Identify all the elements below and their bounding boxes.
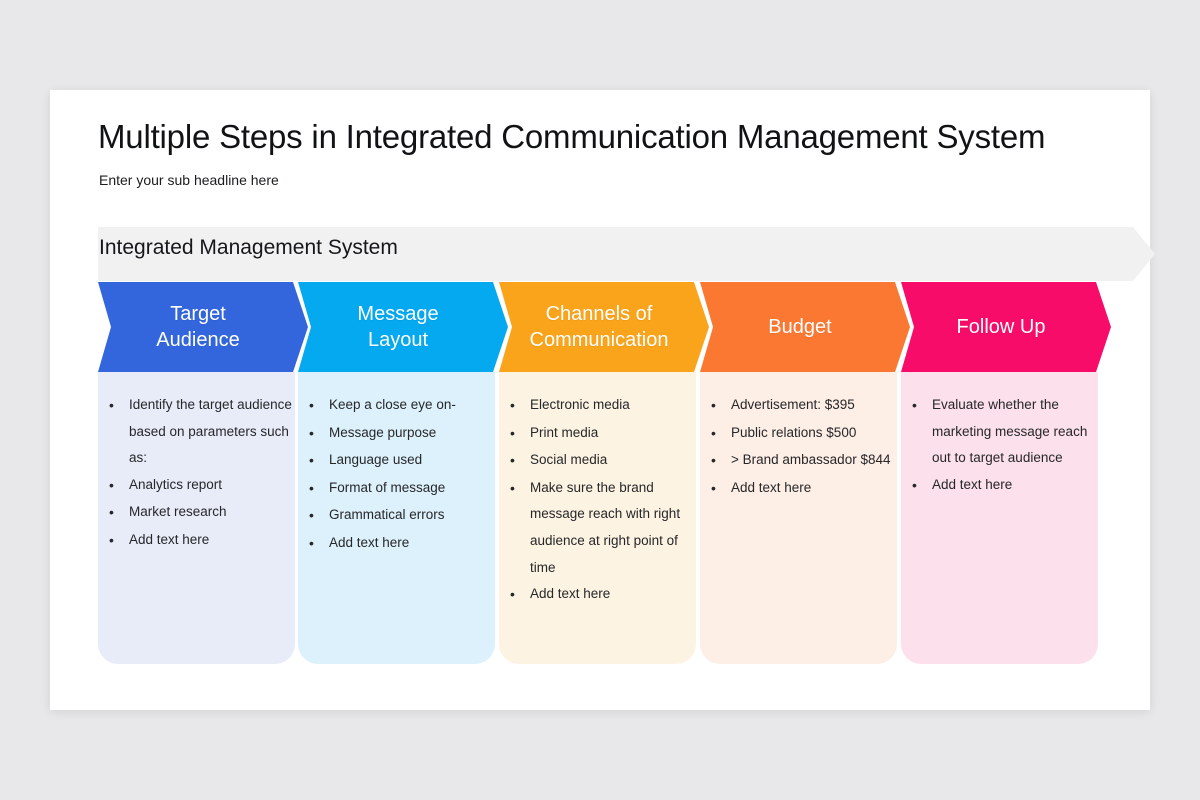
bullet-dot-icon: • [510,424,515,441]
bullet-dot-icon: • [912,476,917,493]
list-item-text: Identify the target audience based on pa… [129,397,292,466]
step-panel-target-audience [98,372,295,664]
step-chevron-follow-up[interactable]: Follow Up [901,282,1111,372]
bullet-dot-icon: • [510,479,515,496]
list-item: • Format of message [309,475,502,503]
step-column-follow-up: Follow Up • Evaluate whether the marketing… [901,282,1111,664]
list-item: • Message purpose [309,420,502,448]
list-item: • Add text here [912,472,1105,500]
list-item: • Add text here [711,475,904,503]
list-item: • Evaluate whether the marketing message … [912,392,1105,472]
step-bullet-list-message-layout: • Keep a close eye on- • Message purpose • La… [298,380,508,557]
list-item: • Advertisement: $395 [711,392,904,420]
list-item-text: Analytics report [129,476,223,492]
section-banner [98,227,1155,281]
list-item-text: Add text here [932,476,1013,492]
list-item: • Add text here [309,530,502,558]
slide-canvas: Multiple Steps in Integrated Communicati… [50,90,1150,710]
list-item: • Market research [109,499,302,527]
list-item: • > Brand ambassador $844 [711,447,904,475]
bullet-dot-icon: • [711,424,716,441]
step-bullet-list-follow-up: • Evaluate whether the marketing message … [901,380,1111,499]
bullet-dot-icon: • [510,397,515,413]
list-item: • Add text here [510,581,703,609]
step-chevron-budget[interactable]: Budget [700,282,910,372]
list-item-text: Add text here [129,531,210,547]
list-item: • Identify the target audience based on p… [109,392,302,472]
bullet-dot-icon: • [711,479,716,496]
list-item-text: Keep a close eye on- [329,397,456,412]
step-panel-budget [700,372,897,664]
bullet-dot-icon: • [109,476,114,493]
bullet-dot-icon: • [711,452,716,469]
step-bullet-list-target-audience: • Identify the target audience based on p… [98,380,308,555]
bullet-dot-icon: • [309,534,314,551]
list-item-text: Evaluate whether the marketing message r… [932,397,1088,466]
bullet-dot-icon: • [912,397,917,413]
list-item: • Electronic media [510,392,703,420]
list-item-text: Add text here [329,534,410,550]
bullet-dot-icon: • [309,424,314,441]
step-panel-message-layout [298,372,495,664]
list-item: • Print media [510,420,703,448]
list-item-text: Public relations $500 [731,424,857,440]
list-item: • Keep a close eye on- [309,392,502,420]
list-item-text: Grammatical errors [329,507,445,523]
list-item-text: Market research [129,504,227,520]
step-bullet-list-channels-of-communication: • Electronic media • Print media • Social med… [499,380,709,609]
list-item-text: Make sure the brand message reach with r… [530,479,681,575]
bullet-dot-icon: • [109,504,114,521]
step-column-budget: Budget • Advertisement: $395 • Public relati… [700,282,910,664]
list-item: • Make sure the brand message reach with … [510,475,703,581]
list-item-text: Format of message [329,479,446,495]
bullet-dot-icon: • [309,479,314,496]
list-item-text: > Brand ambassador $844 [731,452,891,468]
bullet-dot-icon: • [309,397,314,413]
list-item-text: Electronic media [530,397,630,412]
list-item-text: Social media [530,452,608,468]
page-title: Multiple Steps in Integrated Communicati… [98,118,1046,155]
list-item-text: Print media [530,424,599,440]
bullet-dot-icon: • [109,397,114,413]
list-item: • Analytics report [109,472,302,500]
list-item: • Add text here [109,527,302,555]
bullet-dot-icon: • [309,507,314,524]
step-panel-follow-up [901,372,1098,664]
list-item-text: Message purpose [329,424,437,440]
bullet-dot-icon: • [510,586,515,603]
list-item-text: Language used [329,452,423,468]
list-item: • Grammatical errors [309,502,502,530]
bullet-dot-icon: • [309,452,314,469]
list-item: • Public relations $500 [711,420,904,448]
bullet-dot-icon: • [510,452,515,469]
step-header-label: Follow Up [956,315,1046,338]
list-item-text: Advertisement: $395 [731,397,855,412]
list-item-text: Add text here [530,586,611,602]
step-header-label: Budget [768,315,832,338]
list-item-text: Add text here [731,479,812,495]
list-item: • Social media [510,447,703,475]
step-bullet-list-budget: • Advertisement: $395 • Public relations $5… [700,380,910,502]
bullet-dot-icon: • [711,397,716,413]
section-heading: Integrated Management System [99,236,398,259]
page-subtitle: Enter your sub headline here [99,172,279,188]
step-panel-channels-of-communication [499,372,696,664]
list-item: • Language used [309,447,502,475]
bullet-dot-icon: • [109,531,114,548]
